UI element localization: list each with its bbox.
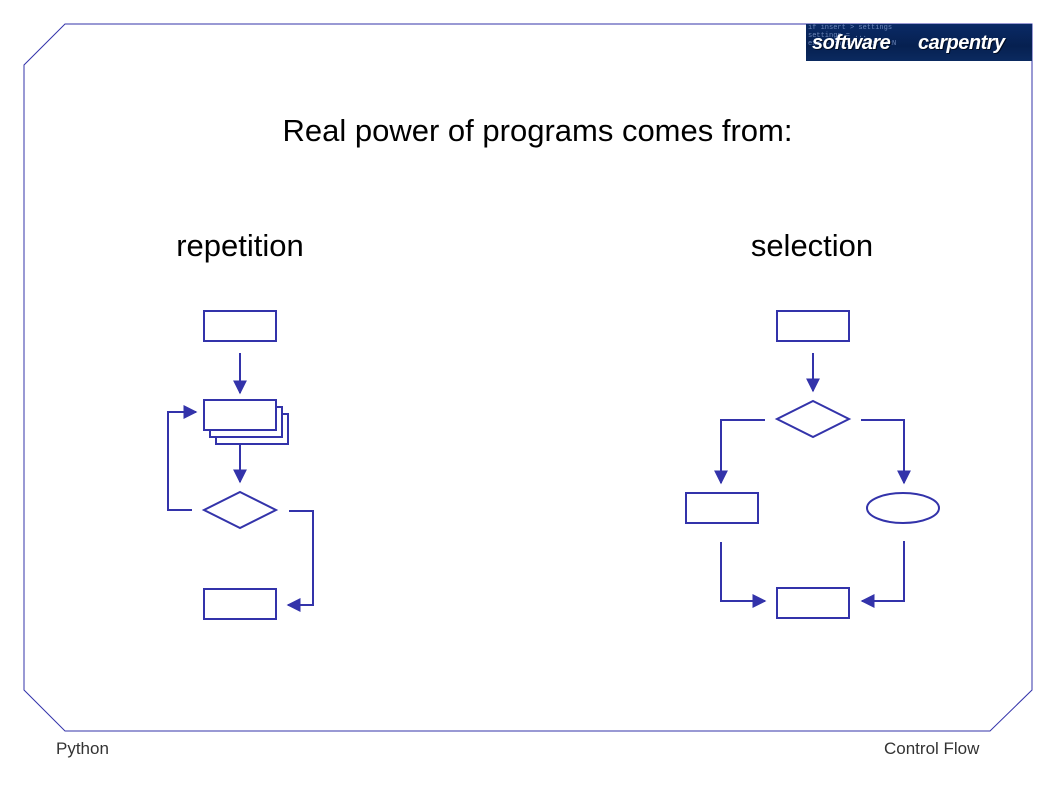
- software-carpentry-logo: if insert > settings settings = ... ext …: [806, 24, 1032, 61]
- logo-code-background: if insert > settings settings = ... ext …: [808, 24, 897, 48]
- repetition-flowchart: [167, 310, 314, 620]
- arrow-merge-left: [720, 542, 767, 608]
- slide-frame: [23, 23, 1033, 732]
- process-box-left-branch: [685, 492, 759, 524]
- selection-flowchart: [685, 310, 940, 619]
- process-box-end: [203, 588, 277, 620]
- arrow-branch-right: [861, 419, 911, 485]
- decision-diamond-repeat: [201, 490, 279, 530]
- footer-right-label: Control Flow: [884, 739, 980, 758]
- arrow-branch-left: [714, 419, 765, 485]
- slide-title: Real power of programs comes from:: [282, 113, 793, 148]
- process-box-stack-front: [203, 399, 277, 431]
- process-box-start: [776, 310, 850, 342]
- selection-heading: selection: [750, 228, 874, 263]
- process-box-end: [776, 587, 850, 619]
- decision-diamond-select: [774, 399, 852, 439]
- terminal-oval-right-branch: [866, 492, 940, 524]
- logo-word-software: software: [812, 32, 891, 54]
- repetition-heading: repetition: [176, 228, 304, 263]
- process-box-start: [203, 310, 277, 342]
- arrow-loop-back: [167, 405, 198, 511]
- footer-left-label: Python: [56, 739, 109, 758]
- arrow-exit-loop: [286, 510, 314, 612]
- logo-word-carpentry: carpentry: [918, 32, 1005, 54]
- arrow-merge-right: [860, 541, 905, 608]
